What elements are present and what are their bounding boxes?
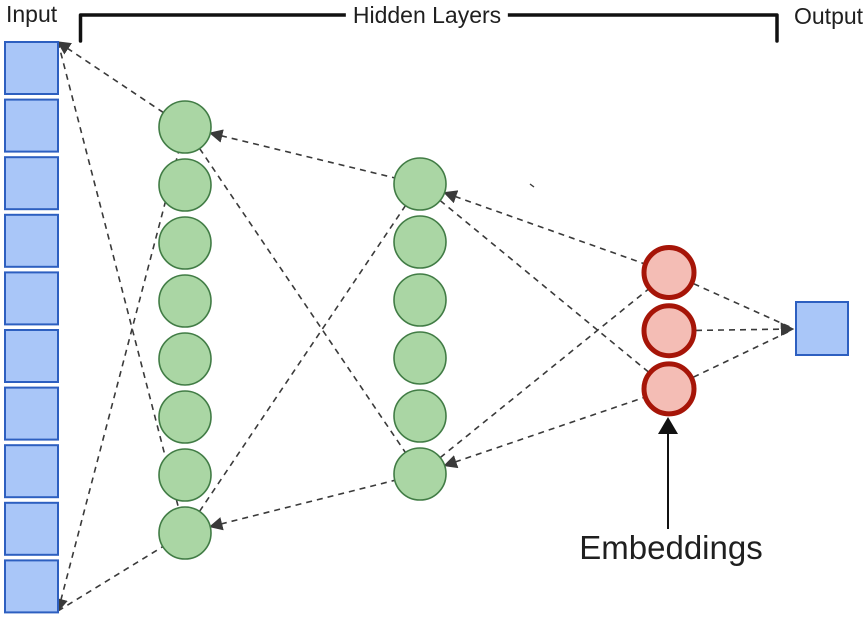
stray-mark [529,183,535,188]
embedding-node [641,361,697,417]
embeddings-label: Embeddings [579,529,763,566]
hidden-layer-2-node [393,389,447,443]
connection-edge [57,41,180,509]
hidden-layer-1-node [158,390,212,444]
hidden-layers-label: Hidden Layers [345,2,509,29]
input-node [4,386,59,441]
connection-edge [443,396,644,469]
input-node [4,559,59,614]
connection-edge [56,41,164,114]
connection-edge [439,199,649,373]
connection-edge [208,129,395,179]
connection-edge [198,148,407,453]
connection-edge [695,322,795,336]
hidden-layer-1-node [158,216,212,270]
hidden-layer-2-node [393,157,447,211]
hidden-layer-1-node [158,448,212,502]
connection-edge [693,282,792,329]
input-node [4,329,59,383]
embedding-node [641,303,697,359]
hidden-layer-1-node [158,506,212,560]
output-node [795,301,849,356]
hidden-layer-2-node [393,447,447,501]
connection-edge [692,329,792,378]
hidden-layer-2-node [393,331,447,385]
hidden-layer-1-node [158,332,212,386]
input-node [4,98,59,153]
embeddings-arrow-head [658,417,678,434]
input-node [4,41,59,95]
input-node [4,501,59,556]
input-node [4,444,59,499]
connection-edge [54,151,180,613]
input-node [4,156,59,211]
hidden-layer-1-node [158,158,212,212]
connection-edge [443,190,644,265]
connection-edge [208,479,395,531]
connection-edge [57,545,164,612]
connection-edge [439,288,649,459]
hidden-layer-2-node [393,215,447,269]
input-label: Input [6,1,58,27]
input-node [4,213,59,268]
hidden-layer-1-node [158,100,212,154]
hidden-layer-2-node [393,273,447,327]
hidden-layer-1-node [158,274,212,328]
input-node [4,271,59,326]
connection-edge [198,205,407,512]
embedding-node [641,245,697,300]
output-label: Output [794,3,864,29]
